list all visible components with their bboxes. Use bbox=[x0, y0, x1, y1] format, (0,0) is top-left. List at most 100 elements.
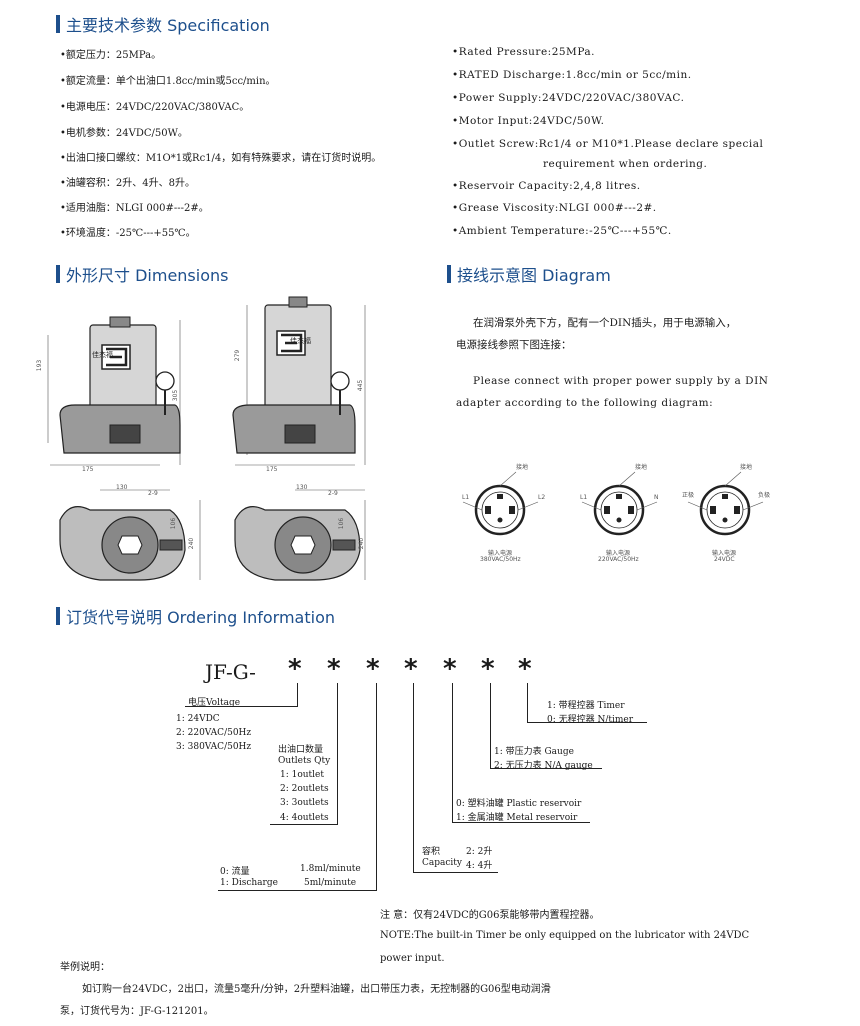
example-title: 举例说明： bbox=[60, 962, 110, 973]
outlets-option: 3: 3outlets bbox=[280, 798, 329, 808]
reservoir-option: 0: 塑料油罐 Plastic reservoir bbox=[456, 799, 582, 809]
din-plug-icon bbox=[462, 471, 539, 536]
spec-cn-item: •出油口接口螺纹：M1O*1或Rc1/4，如有特殊要求，请在订货时说明。 bbox=[60, 153, 382, 164]
outlets-option: 1: 1outlet bbox=[280, 770, 324, 780]
spec-en-item: •Grease Viscosity:NLGI 000#---2#. bbox=[452, 202, 657, 214]
timer-option: 1: 带程控器 Timer bbox=[547, 701, 625, 711]
outlets-option: 2: 2outlets bbox=[280, 784, 329, 794]
spec-en-item: •Rated Pressure:25MPa. bbox=[452, 46, 596, 58]
plug-voltage: 24VDC bbox=[714, 556, 735, 563]
discharge-option-key: 1: Discharge bbox=[220, 878, 278, 888]
discharge-option-value: 1.8ml/minute bbox=[300, 864, 361, 874]
plug-ground-label: 接地 bbox=[635, 464, 648, 471]
order-code-star: * bbox=[404, 654, 418, 684]
reservoir-option: 1: 金属油罐 Metal reservoir bbox=[456, 813, 578, 823]
dim-label: 106 bbox=[170, 517, 178, 530]
order-code-star: * bbox=[327, 654, 341, 684]
order-code-prefix: JF-G- bbox=[205, 660, 256, 684]
example-text: 泵，订货代号为：JF-G-121201。 bbox=[60, 1006, 214, 1017]
plug-left-label: L1 bbox=[580, 494, 588, 501]
pump-top-view-left bbox=[59, 489, 201, 581]
plug-voltage: 220VAC/50Hz bbox=[598, 556, 639, 563]
pump-top-view-right bbox=[234, 489, 366, 581]
order-code-star: * bbox=[366, 654, 380, 684]
din-plug-icon bbox=[687, 471, 764, 536]
brand-label: 佳杰福 bbox=[290, 337, 311, 345]
dim-label: 2-9 bbox=[148, 490, 158, 497]
dim-label: 175 bbox=[82, 466, 94, 473]
spec-cn-item: •额定压力：25MPa。 bbox=[60, 50, 162, 61]
dim-label: 175 bbox=[266, 466, 278, 473]
plug-voltage: 380VAC/50Hz bbox=[480, 556, 521, 563]
plug-right-label: N bbox=[654, 494, 659, 501]
spec-en-item: •Ambient Temperature:-25℃---+55℃. bbox=[452, 225, 672, 237]
din-plug-icon bbox=[581, 471, 658, 536]
spec-en-item: •Reservoir Capacity:2,4,8 litres. bbox=[452, 180, 641, 192]
spec-cn-item: •油罐容积：2升、4升、8升。 bbox=[60, 178, 195, 189]
voltage-option: 3: 380VAC/50Hz bbox=[176, 742, 252, 752]
plug-ground-label: 接地 bbox=[740, 464, 753, 471]
spec-cn-item: •电机参数：24VDC/50W。 bbox=[60, 128, 188, 139]
pump-front-view-right bbox=[232, 296, 366, 466]
outlets-label-en: Outlets Qty bbox=[278, 756, 331, 766]
section-title-specification: 主要技术参数 Specification bbox=[56, 12, 270, 36]
spec-cn-item: •适用油脂：NLGI 000#---2#。 bbox=[60, 203, 209, 214]
section-title-ordering: 订货代号说明 Ordering Information bbox=[56, 604, 335, 628]
plug-caption: 输入电源 bbox=[606, 550, 631, 557]
gauge-option: 1: 带压力表 Gauge bbox=[494, 747, 574, 757]
voltage-option: 2: 220VAC/50Hz bbox=[176, 728, 252, 738]
brand-label: 佳杰福 bbox=[92, 351, 113, 359]
dim-label: 279 bbox=[234, 349, 242, 362]
dim-label: 193 bbox=[36, 359, 44, 372]
diagram-cn-line: 电源接线参照下图连接： bbox=[456, 339, 572, 351]
capacity-value: 4: 4升 bbox=[466, 861, 493, 871]
spec-en-item: •Outlet Screw:Rc1/4 or M10*1.Please decl… bbox=[452, 138, 764, 150]
spec-en-item: •Power Supply:24VDC/220VAC/380VAC. bbox=[452, 92, 685, 104]
plug-left-label: L1 bbox=[462, 494, 470, 501]
discharge-option-value: 5ml/minute bbox=[304, 878, 357, 888]
spec-en-item: •RATED Discharge:1.8cc/min or 5cc/min. bbox=[452, 69, 692, 81]
capacity-key: Capacity bbox=[422, 858, 462, 868]
spec-cn-item: •额定流量：单个出油口1.8cc/min或5cc/min。 bbox=[60, 76, 276, 87]
order-code-star: * bbox=[518, 654, 532, 684]
capacity-key: 容积 bbox=[422, 847, 441, 857]
plug-caption: 输入电源 bbox=[712, 550, 737, 557]
dim-label: 106 bbox=[338, 517, 346, 530]
dim-label: 130 bbox=[116, 484, 128, 491]
dim-label: 445 bbox=[357, 379, 365, 392]
gauge-option: 2: 无压力表 N/A gauge bbox=[494, 761, 593, 771]
section-title-dimensions: 外形尺寸 Dimensions bbox=[56, 262, 228, 286]
timer-option: 0: 无程控器 N/timer bbox=[547, 715, 634, 725]
voltage-label: 电压Voltage bbox=[188, 698, 241, 708]
diagram-en-line: Please connect with proper power supply … bbox=[473, 375, 769, 387]
dim-label: 2-9 bbox=[328, 490, 338, 497]
dim-label: 240 bbox=[358, 537, 366, 550]
dim-label: 240 bbox=[188, 537, 196, 550]
spec-cn-item: •环境温度：-25℃---+55℃。 bbox=[60, 228, 196, 239]
plug-right-label: L2 bbox=[538, 494, 546, 501]
dim-label: 305 bbox=[172, 389, 180, 402]
capacity-value: 2: 2升 bbox=[466, 847, 493, 857]
spec-cn-item: •电源电压：24VDC/220VAC/380VAC。 bbox=[60, 102, 250, 113]
diagram-cn-line: 在润滑泵外壳下方，配有一个DIN插头，用于电源输入， bbox=[473, 317, 737, 329]
plug-ground-label: 接地 bbox=[516, 464, 529, 471]
note-en: power input. bbox=[380, 953, 445, 964]
outlets-label-cn: 出油口数量 bbox=[278, 745, 324, 755]
outlets-option: 4: 4outlets bbox=[280, 813, 329, 823]
order-code-star: * bbox=[443, 654, 457, 684]
dim-label: 130 bbox=[296, 484, 308, 491]
order-code-star: * bbox=[481, 654, 495, 684]
voltage-option: 1: 24VDC bbox=[176, 714, 220, 724]
note-en: NOTE:The built-in Timer be only equipped… bbox=[380, 930, 750, 941]
diagram-en-line: adapter according to the following diagr… bbox=[456, 397, 714, 409]
spec-en-item: •Motor Input:24VDC/50W. bbox=[452, 115, 605, 127]
note-cn: 注 意：仅有24VDC的G06泵能够带内置程控器。 bbox=[380, 910, 600, 921]
plug-left-label: 正极 bbox=[682, 492, 695, 499]
plug-caption: 输入电源 bbox=[488, 550, 513, 557]
example-text: 如订购一台24VDC，2出口，流量5毫升/分钟，2升塑料油罐，出口带压力表，无控… bbox=[82, 984, 551, 995]
pump-front-view-left bbox=[47, 316, 181, 466]
order-code-star: * bbox=[288, 654, 302, 684]
spec-en-item: requirement when ordering. bbox=[543, 158, 708, 170]
section-title-diagram: 接线示意图 Diagram bbox=[447, 262, 611, 286]
discharge-option-key: 0: 流量 bbox=[220, 867, 250, 877]
